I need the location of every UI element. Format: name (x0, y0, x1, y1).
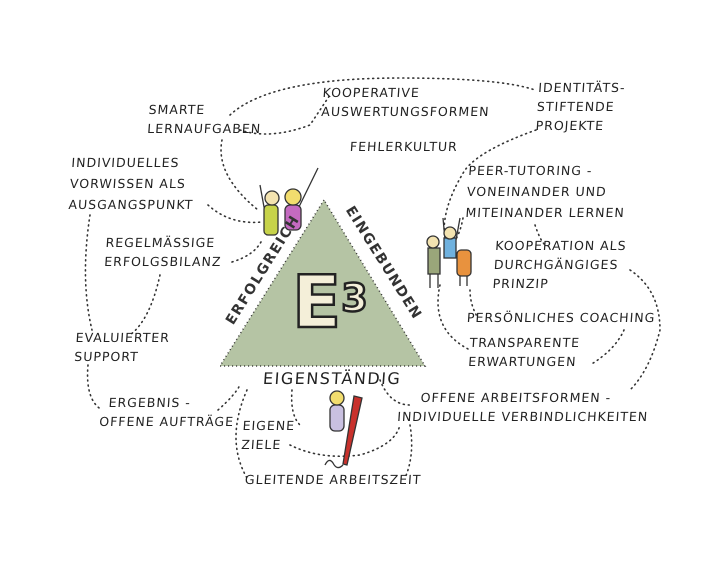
node-line: Kooperation als (494, 238, 628, 253)
node-line: Vorwissen als (69, 176, 187, 191)
group-people-icon (426, 217, 472, 288)
node-regelmaessige-erfolgsbilanz: RegelmässigeErfolgsbilanz (104, 233, 224, 271)
node-identitaetsstiftende-projekte: Identitäts-stiftendeProjekte (535, 78, 626, 135)
node-line: Erfolgsbilanz (103, 254, 223, 269)
node-line: Regelmässige (105, 235, 216, 250)
connector (207, 204, 263, 224)
connector (290, 389, 301, 426)
node-line: Offene Arbeitsformen - (420, 390, 612, 405)
node-line: Prinzip (492, 276, 550, 291)
connector (220, 139, 259, 211)
connector (86, 364, 103, 411)
connector (229, 77, 536, 116)
connector (589, 329, 625, 366)
node-line: Ausgangspunkt (68, 197, 194, 212)
node-line: Eigene (242, 418, 296, 433)
node-line: Individuelles (70, 155, 181, 170)
e3-superscript: 3 (340, 275, 369, 322)
connector (289, 424, 401, 458)
pencil-person-icon (324, 390, 363, 469)
node-line: Auswertungsformen (320, 104, 491, 119)
node-gleitende-arbeitszeit: Gleitende Arbeitszeit (244, 470, 422, 489)
node-offene-arbeitsformen: Offene Arbeitsformen - individuelle Verbi… (397, 388, 651, 426)
node-kooperation-prinzip: Kooperation als durchgängigesPrinzip (492, 236, 627, 293)
node-line: Ziele (240, 437, 282, 452)
node-smarte-lernaufgaben: SmarteLernaufgaben (147, 100, 264, 138)
node-line: Kooperative (322, 85, 421, 100)
node-line: Gleitende Arbeitszeit (244, 472, 422, 487)
node-transparente-erwartungen: TransparenteErwartungen (468, 333, 581, 371)
node-line: stiftende (536, 99, 616, 114)
node-line: Transparente (469, 335, 581, 350)
connector (404, 424, 413, 479)
cheering-people-icon (259, 167, 319, 236)
node-line: Lernaufgaben (146, 121, 262, 136)
node-line: Fehlerkultur (349, 139, 459, 154)
node-line: Projekte (535, 118, 605, 133)
connector (239, 94, 331, 135)
node-line: Persönliches Coaching (466, 310, 656, 325)
node-line: voneinander und (466, 184, 608, 199)
node-ergebnisoffene-auftraege: Ergebnis - offene Aufträge (99, 393, 236, 431)
connector (437, 284, 471, 351)
node-line: Evaluierter (75, 330, 171, 345)
connector (129, 274, 161, 336)
node-line: Smarte (148, 102, 206, 117)
node-eigene-ziele: EigeneZiele (241, 416, 296, 454)
node-fehlerkultur: Fehlerkultur (349, 137, 458, 156)
connector (629, 269, 661, 391)
node-line: durchgängiges (493, 257, 619, 272)
connector (534, 224, 546, 246)
connector (443, 129, 537, 241)
node-line: offene Aufträge (98, 414, 235, 429)
node-individuelles-vorwissen: IndividuellesVorwissen alsAusgangspunkt (68, 152, 197, 215)
connector (217, 384, 241, 411)
node-line: Support (73, 349, 140, 364)
e3-letter: E (291, 260, 343, 344)
node-line: Peer-Tutoring - (467, 163, 594, 178)
connector (451, 217, 464, 246)
node-line: individuelle Verbindlichkeiten (396, 409, 649, 424)
connector (231, 239, 263, 263)
node-peer-tutoring: Peer-Tutoring - voneinander und miteinande… (465, 160, 629, 223)
node-kooperative-auswertungsformen: KooperativeAuswertungsformen (321, 83, 492, 121)
connector (84, 214, 93, 331)
node-line: Identitäts- (537, 80, 627, 95)
e3-logo: E3 (291, 260, 369, 344)
node-evaluierter-support: EvaluierterSupport (74, 328, 171, 366)
connector (235, 389, 248, 479)
side-label-eigenstaendig: Eigenständig (262, 369, 403, 388)
e3-triangle (218, 198, 427, 367)
node-persoenliches-coaching: Persönliches Coaching (466, 308, 656, 327)
connector (469, 289, 479, 319)
node-line: miteinander lernen (465, 205, 626, 220)
node-line: Erwartungen (467, 354, 578, 369)
node-line: Ergebnis - (108, 395, 192, 410)
